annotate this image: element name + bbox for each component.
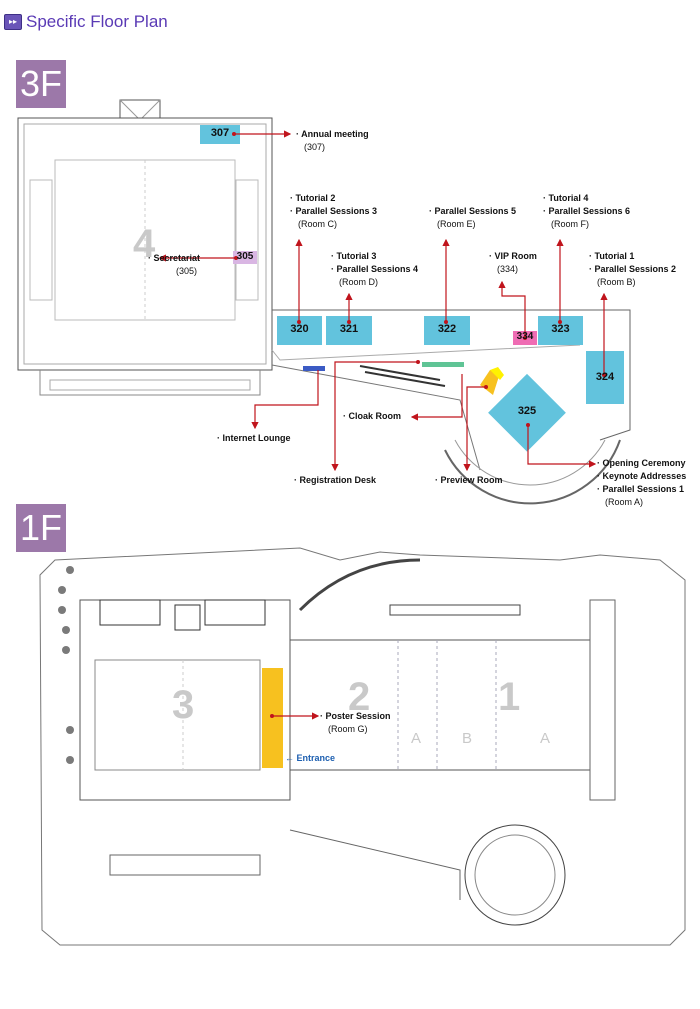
room-321[interactable]: 321 (339, 323, 359, 335)
fast-forward-icon: ▸▸ (4, 14, 22, 30)
label-room-a: · Opening Ceremony· Keynote Addresses· P… (597, 458, 687, 507)
hall-1b: B (462, 730, 473, 747)
label-preview-room: · Preview Room (435, 475, 503, 485)
floor3-plan (17, 99, 631, 505)
hall-2a: A (411, 730, 422, 747)
hall-number-4: 4 (133, 222, 156, 266)
label-vip-room: · VIP Room(334) (489, 251, 537, 274)
floor-badge-3f: 3F (16, 60, 66, 108)
floor1-plan (39, 547, 686, 946)
label-annual-meeting: · Annual meeting(307) (296, 129, 369, 152)
page-header: ▸▸ Specific Floor Plan (4, 12, 168, 32)
room-322[interactable]: 322 (437, 323, 457, 335)
room-325[interactable]: 325 (517, 405, 537, 417)
room-323[interactable]: 323 (551, 323, 570, 335)
label-room-d: · Tutorial 3· Parallel Sessions 4(Room D… (331, 251, 419, 287)
entrance-label: ← Entrance (285, 753, 336, 763)
page-title: Specific Floor Plan (26, 12, 168, 31)
floor-badge-1f: 1F (16, 504, 66, 552)
label-room-f: · Tutorial 4· Parallel Sessions 6(Room F… (543, 193, 631, 229)
hall-number-2: 2 (348, 675, 371, 719)
room-324[interactable]: 324 (595, 371, 615, 383)
trees-decoration (58, 566, 74, 764)
hall-number-3: 3 (172, 683, 195, 727)
room-320[interactable]: 320 (290, 323, 309, 335)
room-334[interactable]: 334 (516, 331, 534, 342)
hall-number-1: 1 (498, 675, 521, 719)
label-room-c: · Tutorial 2· Parallel Sessions 3(Room C… (290, 193, 378, 229)
room-305[interactable]: 305 (236, 251, 254, 262)
label-registration-desk: · Registration Desk (294, 475, 377, 485)
label-secretariat: · Secretariat(305) (148, 253, 201, 276)
label-room-b: · Tutorial 1· Parallel Sessions 2(Room B… (589, 251, 677, 287)
floor3-leader-lines (158, 130, 608, 472)
label-internet-lounge: · Internet Lounge (217, 433, 291, 443)
label-poster-session: · Poster Session(Room G) (320, 711, 391, 734)
hall-1a: A (540, 730, 551, 747)
label-cloak-room: · Cloak Room (343, 411, 402, 421)
room-307[interactable]: 307 (210, 127, 230, 139)
label-room-e: · Parallel Sessions 5(Room E) (429, 206, 517, 229)
poster-session-area (262, 668, 283, 768)
